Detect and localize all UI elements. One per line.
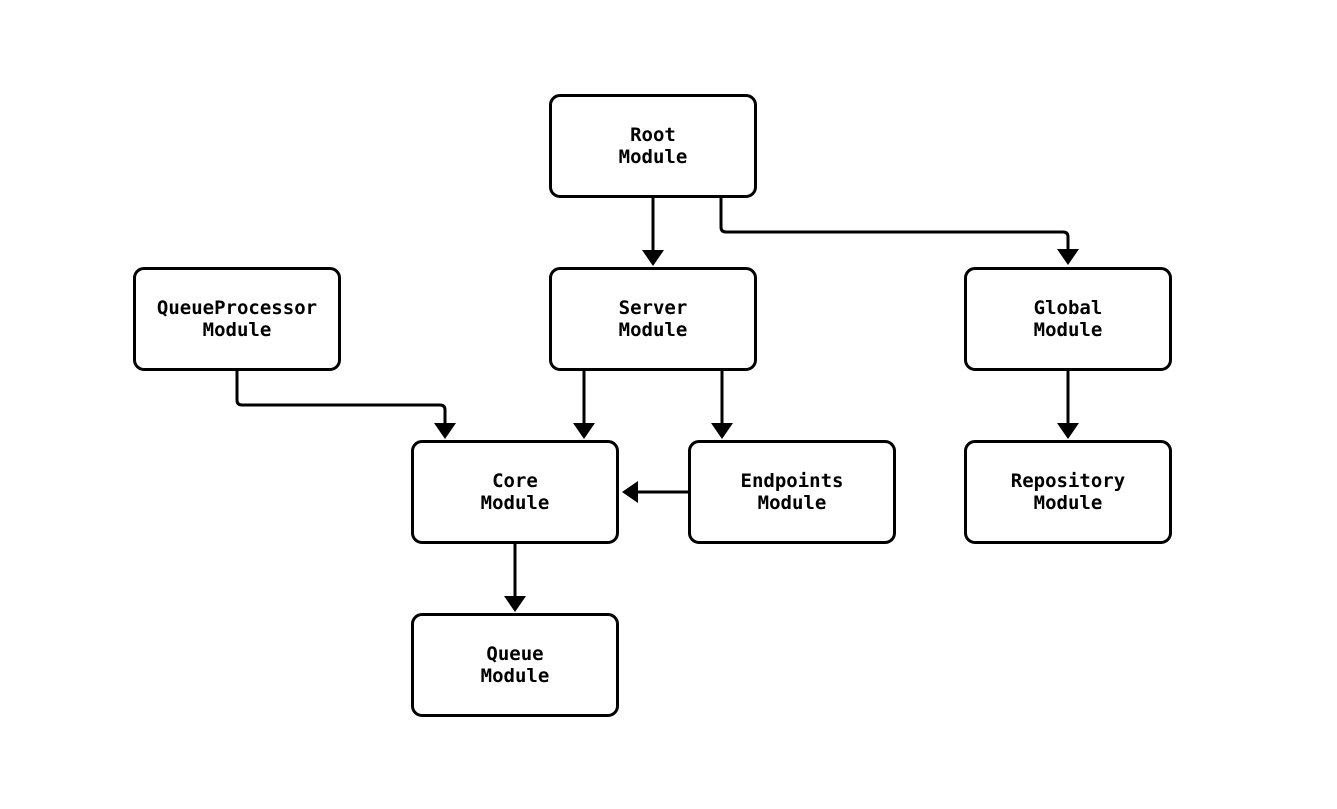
node-global-module: Global Module [964, 267, 1172, 371]
edge-root-to-global [719, 198, 1079, 265]
node-queue-module: Queue Module [411, 613, 619, 717]
node-endpoints-module: Endpoints Module [688, 440, 896, 544]
node-repository-module: Repository Module [964, 440, 1172, 544]
edge-queueprocessor-to-core [235, 371, 456, 439]
node-queueprocessor-module: QueueProcessor Module [133, 267, 341, 371]
node-root-module: Root Module [549, 94, 757, 198]
node-core-module: Core Module [411, 440, 619, 544]
node-server-module: Server Module [549, 267, 757, 371]
